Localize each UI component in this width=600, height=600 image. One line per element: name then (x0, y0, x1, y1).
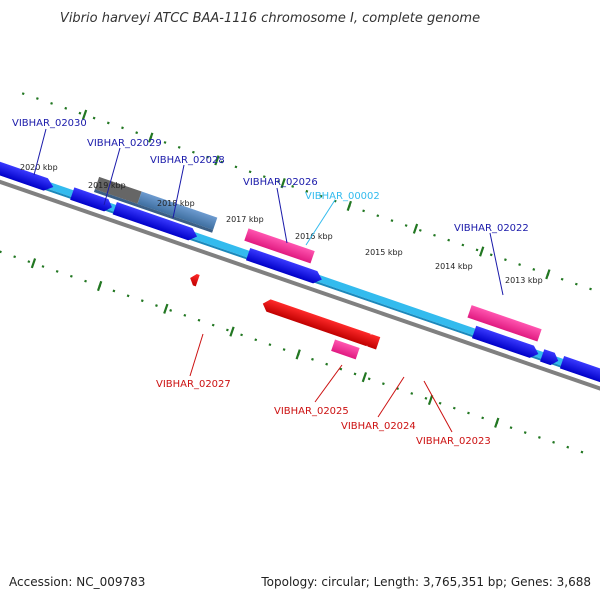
rna-feature[interactable] (331, 339, 360, 360)
scale-label: 2015 kbp (365, 248, 403, 257)
scale-label: 2013 kbp (505, 276, 543, 285)
map-rotated (0, 92, 600, 458)
reverse-cds-track (188, 272, 381, 360)
accession-text: Accession: NC_009783 (9, 575, 145, 589)
gene-label[interactable]: VIBHAR_00002 (305, 191, 380, 202)
gene-label[interactable]: VIBHAR_02025 (274, 406, 349, 417)
gene-labels-top: VIBHAR_02030 VIBHAR_02029 VIBHAR_02028 V… (12, 118, 529, 234)
gene-feature[interactable] (341, 325, 371, 347)
gene-label[interactable]: VIBHAR_02030 (12, 118, 87, 129)
scale-label: 2020 kbp (20, 163, 58, 172)
scale-major-ticks (30, 109, 551, 428)
gene-label[interactable]: VIBHAR_02024 (341, 421, 416, 432)
gene-label[interactable]: VIBHAR_02027 (156, 379, 231, 390)
rna-feature[interactable] (244, 228, 315, 264)
gene-feature[interactable] (471, 325, 541, 360)
pseudogene-feature[interactable] (94, 176, 142, 204)
map-title: Vibrio harveyi ATCC BAA-1116 chromosome … (60, 11, 480, 26)
genome-summary-text: Topology: circular; Length: 3,765,351 bp… (260, 575, 591, 589)
gene-label[interactable]: VIBHAR_02029 (87, 138, 162, 149)
gene-feature[interactable] (112, 202, 199, 243)
label-leaders (33, 128, 504, 433)
gene-labels-bottom: VIBHAR_02027 VIBHAR_02025 VIBHAR_02024 V… (156, 379, 491, 447)
gene-feature[interactable] (540, 349, 560, 367)
gene-label[interactable]: VIBHAR_02028 (150, 155, 225, 166)
gene-feature[interactable] (188, 272, 200, 287)
gene-feature[interactable] (261, 297, 351, 340)
gene-feature[interactable] (245, 247, 324, 286)
forward-cds-track (0, 158, 600, 392)
pseudogene-shadow (93, 189, 214, 233)
rna-feature[interactable] (467, 305, 542, 342)
scale-label: 2017 kbp (226, 215, 264, 224)
upper-feature-track (93, 176, 542, 342)
gene-feature[interactable] (0, 158, 55, 193)
gene-feature[interactable] (362, 332, 381, 350)
gene-label[interactable]: VIBHAR_02023 (416, 436, 491, 447)
scale-ticks-lower (0, 240, 596, 458)
scale-label: 2014 kbp (435, 262, 473, 271)
gene-label[interactable]: VIBHAR_02022 (454, 223, 529, 234)
backbone-line (0, 174, 600, 406)
pseudogene-feature[interactable] (137, 191, 218, 230)
gene-feature[interactable] (559, 356, 600, 392)
gene-label[interactable]: VIBHAR_02026 (243, 177, 318, 188)
scale-label: 2016 kbp (295, 232, 333, 241)
gene-feature[interactable] (70, 187, 114, 213)
scale-label: 2019 kbp (88, 181, 126, 190)
